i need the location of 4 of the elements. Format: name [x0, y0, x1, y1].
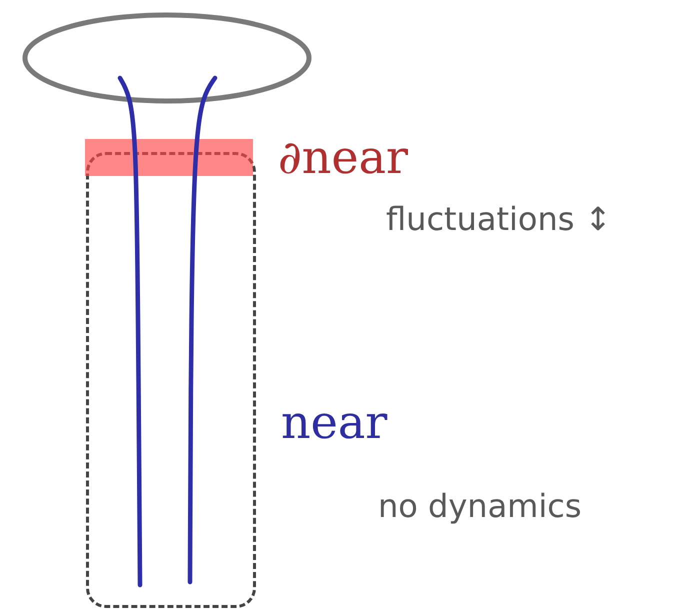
- annotation-text: no dynamics: [378, 490, 582, 522]
- region-label: ∂near: [278, 134, 408, 180]
- region-label: near: [281, 399, 388, 445]
- annotation-text: fluctuations ↕: [386, 203, 612, 235]
